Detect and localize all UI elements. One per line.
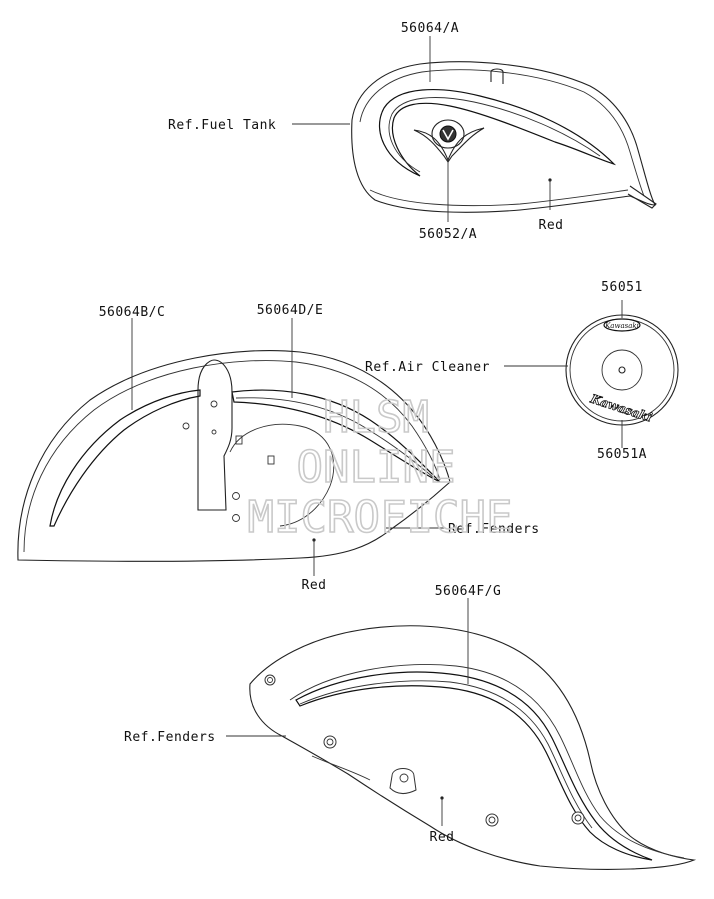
- label-56064-a: 56064/A: [401, 21, 459, 36]
- watermark-line-1: HLSM: [323, 392, 429, 443]
- rear-fender-outline: [249, 625, 697, 870]
- label-rear-fender-red: Red: [430, 830, 455, 845]
- front-fender-stripe-right: [231, 389, 441, 483]
- label-56052-a: 56052/A: [419, 227, 477, 242]
- fuel-tank-outline: [351, 61, 656, 213]
- watermark-line-2: ONLINE: [297, 442, 456, 493]
- air-cleaner-top-badge-text: Kawasaki: [604, 322, 639, 330]
- label-front-fender-red: Red: [302, 578, 327, 593]
- filler-cap: [490, 68, 504, 84]
- label-56051a: 56051A: [597, 447, 647, 462]
- rear-fender-hole: [264, 674, 276, 686]
- watermark: HLSM ONLINE MICROFICHE: [247, 391, 514, 544]
- label-56051: 56051: [601, 280, 643, 295]
- label-ref-fenders-rear: Ref.Fenders: [124, 730, 216, 745]
- label-56064d-e: 56064D/E: [257, 303, 324, 318]
- front-fender-drawing: [17, 350, 451, 562]
- air-cleaner-top-badge: [603, 318, 641, 332]
- front-fender-stripe-left: [49, 389, 201, 527]
- air-cleaner-drawing: Kawasaki Kawasaki: [565, 314, 679, 426]
- label-ref-fenders-front: Ref.Fenders: [448, 522, 540, 537]
- fuel-tank-drawing: [351, 61, 657, 213]
- label-56064b-c: 56064B/C: [99, 305, 166, 320]
- label-tank-red: Red: [539, 218, 564, 233]
- rear-fender-drawing: [249, 625, 697, 870]
- rear-fender-stripe: [295, 671, 653, 861]
- front-fender-bracket: [197, 359, 233, 511]
- label-ref-air-cleaner: Ref.Air Cleaner: [365, 360, 490, 375]
- tank-stripe-decal: [379, 89, 617, 177]
- watermark-line-3: MICROFICHE: [248, 492, 513, 543]
- label-56064f-g: 56064F/G: [435, 584, 502, 599]
- front-fender-outline: [17, 350, 451, 562]
- tank-emblem: [413, 119, 485, 163]
- label-ref-fuel-tank: Ref.Fuel Tank: [168, 118, 276, 133]
